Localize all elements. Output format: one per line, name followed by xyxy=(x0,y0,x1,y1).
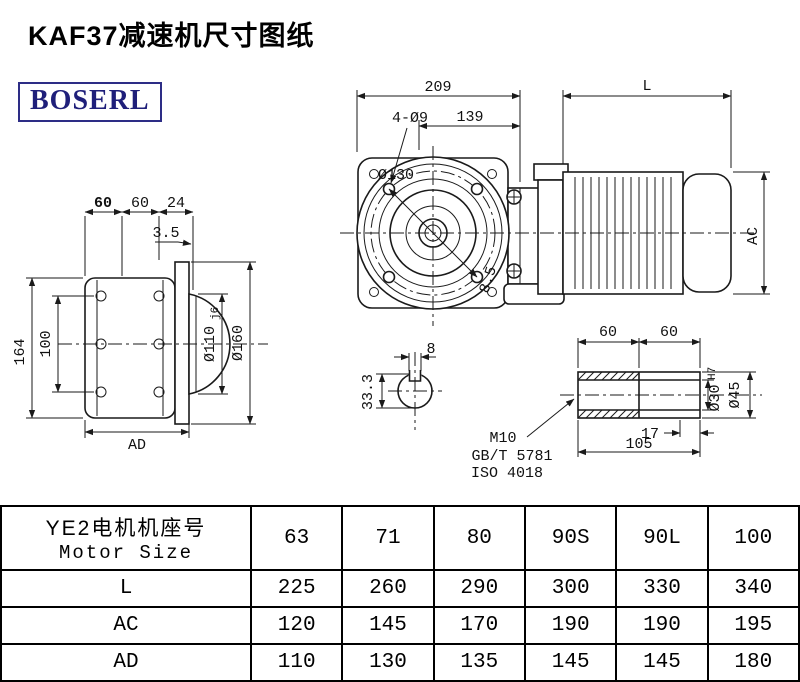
dimensions-shaft-section: 8 33.3 M10 GB/T 5781 ISO 4018 xyxy=(360,341,575,482)
dim-D160: Ø160 xyxy=(230,325,247,361)
L-value: 340 xyxy=(706,569,800,608)
dim-209: 209 xyxy=(424,79,451,96)
motor-size-63: 63 xyxy=(249,505,344,571)
AC-value: 190 xyxy=(523,606,618,645)
AD-value: 110 xyxy=(249,643,344,682)
row-label-AD: AD xyxy=(0,643,252,682)
motor-size-90L: 90L xyxy=(615,505,709,571)
motor-size-80: 80 xyxy=(432,505,526,571)
dim-33p3: 33.3 xyxy=(360,374,377,410)
AC-value: 120 xyxy=(249,606,344,645)
AC-value: 190 xyxy=(615,606,709,645)
dim-60-left: 60 xyxy=(94,195,112,212)
table-row-AC: AC 120 145 170 190 190 195 xyxy=(0,606,800,645)
dim-AC: AC xyxy=(745,227,762,245)
row-label-L: L xyxy=(0,569,252,608)
AD-value: 145 xyxy=(523,643,618,682)
dim-105: 105 xyxy=(625,436,652,453)
dim-139: 139 xyxy=(456,109,483,126)
svg-text:H7: H7 xyxy=(707,367,719,380)
label-ISO4018: ISO 4018 xyxy=(471,465,543,482)
dim-D45: Ø45 xyxy=(727,381,744,408)
dim-8: 8 xyxy=(426,341,435,358)
AD-value: 135 xyxy=(432,643,526,682)
row-label-AC: AC xyxy=(0,606,252,645)
label-4xD9: 4-Ø9 xyxy=(392,110,428,127)
dim-L: L xyxy=(642,78,651,95)
svg-text:Ø110: Ø110 xyxy=(202,326,219,362)
L-value: 330 xyxy=(615,569,709,608)
dimensions-left-view: 60 60 24 3.5 164 100 AD Ø110 j6 Ø160 xyxy=(12,195,256,454)
dim-AD: AD xyxy=(128,437,146,454)
dim-60a: 60 xyxy=(599,324,617,341)
motor-size-header-cell: YE2电机机座号 Motor Size xyxy=(0,505,252,571)
AC-value: 195 xyxy=(706,606,800,645)
dim-164: 164 xyxy=(12,338,29,365)
svg-text:j6: j6 xyxy=(210,307,222,320)
L-value: 300 xyxy=(523,569,618,608)
AD-value: 130 xyxy=(341,643,435,682)
hatching xyxy=(577,371,640,419)
motor-view xyxy=(533,163,732,295)
label-D130: Ø130 xyxy=(378,167,414,184)
screw-icon xyxy=(506,189,522,279)
dimensions-front: 209 139 4-Ø9 Ø130 L AC 8.5 xyxy=(356,78,770,295)
motor-size-header-cn: YE2电机机座号 xyxy=(45,517,207,540)
AC-value: 170 xyxy=(432,606,526,645)
AD-value: 145 xyxy=(615,643,709,682)
L-value: 290 xyxy=(432,569,526,608)
technical-drawing: 209 139 4-Ø9 Ø130 L AC 8.5 60 60 2 xyxy=(12,78,770,482)
logo-text: BOSERL xyxy=(30,85,150,116)
motor-size-71: 71 xyxy=(341,505,435,571)
page-title: KAF37减速机尺寸图纸 xyxy=(28,21,315,51)
dim-100: 100 xyxy=(38,330,55,357)
AD-value: 180 xyxy=(706,643,800,682)
dim-24: 24 xyxy=(167,195,185,212)
dimension-table: YE2电机机座号 Motor Size 63 71 80 90S 90L 100… xyxy=(0,505,800,682)
L-value: 225 xyxy=(249,569,344,608)
motor-size-header-en: Motor Size xyxy=(58,542,194,564)
table-row-AD: AD 110 130 135 145 145 180 xyxy=(0,643,800,682)
dim-60b: 60 xyxy=(660,324,678,341)
dim-D30H7: Ø30 H7 xyxy=(707,367,724,412)
dimensions-shaft-detail: 60 60 17 105 Ø30 H7 Ø45 xyxy=(577,324,756,457)
svg-text:Ø30: Ø30 xyxy=(707,384,724,411)
table-row-L: L 225 260 290 300 330 340 xyxy=(0,569,800,608)
dim-3p5: 3.5 xyxy=(152,225,179,242)
dim-60-right: 60 xyxy=(131,195,149,212)
logo-box: BOSERL xyxy=(18,82,162,122)
motor-size-100: 100 xyxy=(706,505,800,571)
label-M10: M10 xyxy=(489,430,516,447)
L-value: 260 xyxy=(341,569,435,608)
AC-value: 145 xyxy=(341,606,435,645)
dim-17: 17 xyxy=(641,426,659,443)
table-header-row: YE2电机机座号 Motor Size 63 71 80 90S 90L 100 xyxy=(0,505,800,571)
dim-D110j6: Ø110 j6 xyxy=(202,307,222,362)
motor-size-90S: 90S xyxy=(523,505,618,571)
label-GBT5781: GB/T 5781 xyxy=(471,448,552,465)
